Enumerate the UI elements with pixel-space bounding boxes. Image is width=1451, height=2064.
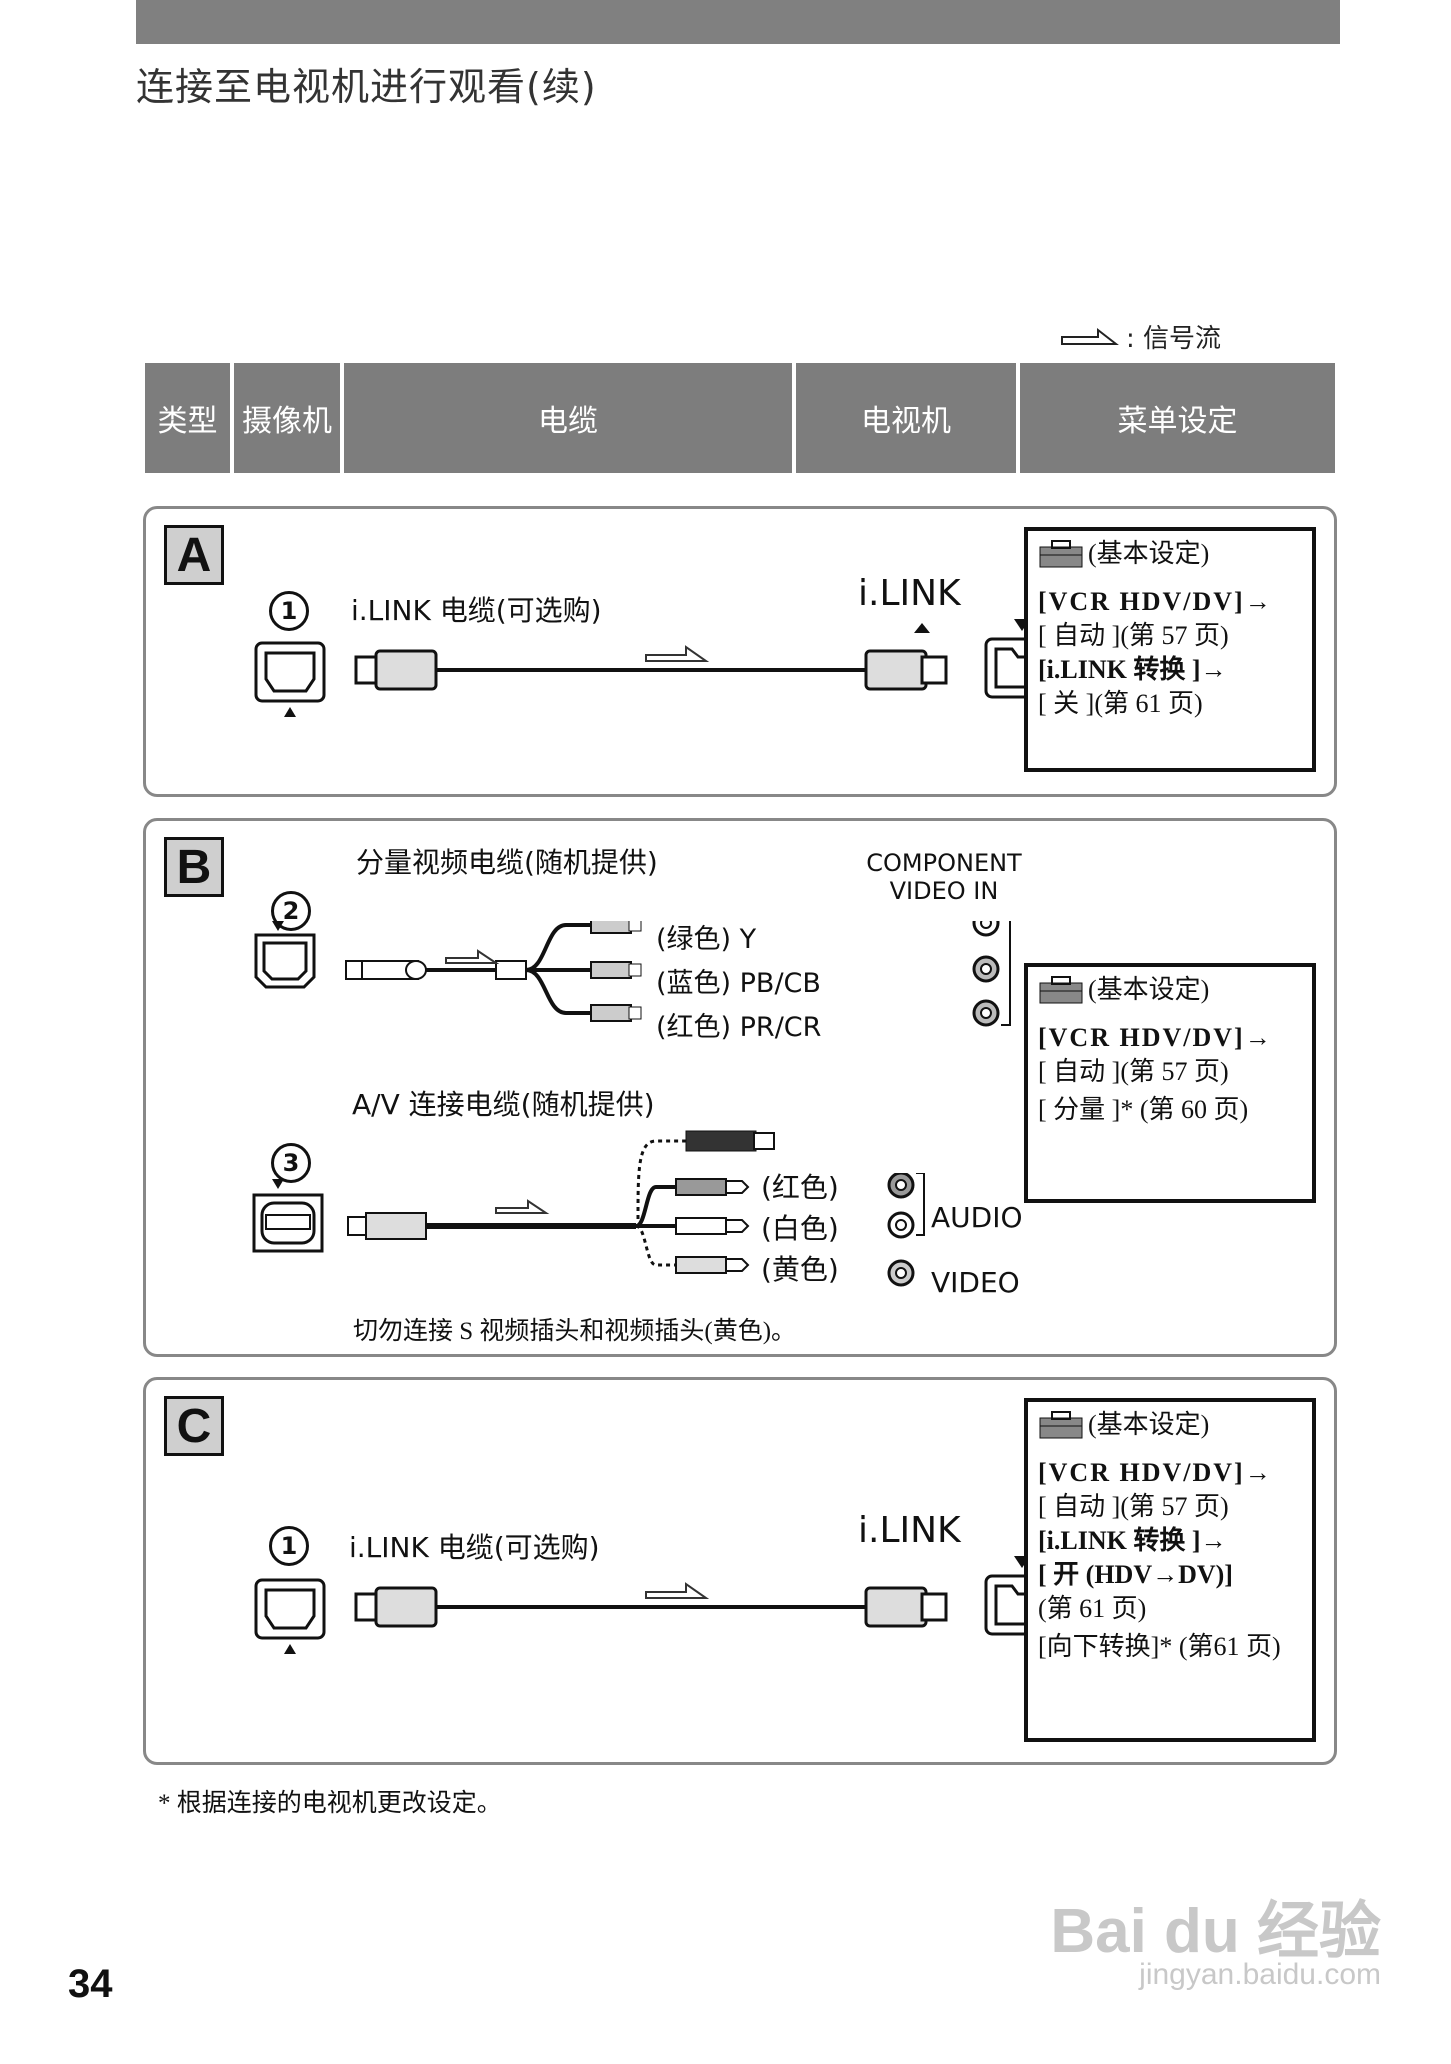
menu-settings-c: (基本设定) [VCR HDV/DV]→ [ 自动 ](第 57 页) [i.L… — [1024, 1398, 1316, 1742]
menu-line: [ 自动 ](第 57 页) — [1038, 1492, 1229, 1521]
video-label: VIDEO — [931, 1266, 1020, 1299]
av-yellow-label: (黄色) — [761, 1253, 839, 1286]
menu-settings-b: (基本设定) [VCR HDV/DV]→ [ 自动 ](第 57 页) [ 分量… — [1024, 963, 1316, 1203]
ilink-cable-diagram — [254, 619, 1060, 717]
av-white-label: (白色) — [761, 1212, 839, 1245]
plug-red-label: (红色) PR/CR — [656, 1012, 822, 1043]
toolbox-icon — [1039, 540, 1083, 568]
header-menu: 菜单设定 — [1020, 363, 1335, 473]
watermark-url: jingyan.baidu.com — [1139, 1958, 1381, 1991]
av-plug-white — [675, 1217, 750, 1235]
camera-component-port-icon — [254, 921, 316, 989]
av-plug-red — [675, 1178, 750, 1196]
menu-line: [ 自动 ](第 57 页) — [1038, 621, 1229, 650]
menu-line: [ 分量 ]* (第 60 页) — [1038, 1095, 1249, 1124]
component-cable-diagram — [254, 921, 1011, 1027]
header-bar — [136, 0, 1340, 44]
plug-blue-label: (蓝色) PB/CB — [656, 968, 821, 999]
av-plug-yellow — [675, 1256, 750, 1274]
port-number: 1 — [269, 1526, 309, 1566]
menu-line: [VCR HDV/DV]→ — [1038, 587, 1273, 616]
component-in-line1: COMPONENT — [866, 849, 1022, 877]
menu-heading: (基本设定) — [1088, 539, 1210, 568]
watermark-logo: Bai du 经验 — [1050, 1897, 1381, 1966]
ilink-cable-diagram — [254, 1556, 1060, 1654]
header-cable: 电缆 — [344, 363, 792, 473]
header-tv: 电视机 — [796, 363, 1016, 473]
toolbox-icon — [1039, 976, 1083, 1004]
av-cable-label: A/V 连接电缆(随机提供) — [352, 1088, 655, 1121]
menu-line: [i.LINK 转换 ]→ — [1038, 655, 1227, 684]
table-header: 类型 摄像机 电缆 电视机 菜单设定 — [145, 363, 1335, 473]
page-number: 34 — [68, 1962, 113, 2006]
menu-line: [VCR HDV/DV]→ — [1038, 1458, 1273, 1487]
menu-line: [ 关 ](第 61 页) — [1038, 689, 1203, 718]
menu-line: [i.LINK 转换 ]→ — [1038, 1526, 1227, 1555]
menu-heading: (基本设定) — [1088, 1410, 1210, 1439]
menu-heading: (基本设定) — [1088, 975, 1210, 1004]
tv-port-label: i.LINK — [858, 573, 961, 614]
warning-note: 切勿连接 S 视频插头和视频插头(黄色)。 — [353, 1318, 797, 1345]
legend-label: : 信号流 — [1126, 324, 1222, 354]
menu-line: [ 自动 ](第 57 页) — [1038, 1057, 1229, 1086]
av-red-label: (红色) — [761, 1171, 839, 1204]
component-cable-label: 分量视频电缆(随机提供) — [356, 846, 658, 879]
cable-label: i.LINK 电缆(可选购) — [349, 1531, 600, 1564]
camera-ilink-port-icon — [254, 1578, 326, 1654]
port-number: 1 — [269, 591, 309, 631]
s-video-plug — [685, 1130, 775, 1152]
rca-plug-green — [590, 921, 642, 934]
panel-c: C 1 i.LINK 电缆(可选购) i.LINK (基本设定) [VCR HD… — [143, 1377, 1337, 1765]
cable-label: i.LINK 电缆(可选购) — [351, 594, 602, 627]
camera-ilink-port-icon — [254, 641, 326, 717]
header-camera: 摄像机 — [234, 363, 340, 473]
toolbox-icon — [1039, 1411, 1083, 1439]
menu-line: [VCR HDV/DV]→ — [1038, 1023, 1273, 1052]
plug-green-label: (绿色) Y — [656, 924, 757, 955]
menu-line: [向下转换]* (第61 页) — [1038, 1632, 1281, 1661]
signal-flow-legend: : 信号流 — [1060, 318, 1221, 355]
audio-label: AUDIO — [931, 1201, 1023, 1234]
component-in-label: COMPONENT VIDEO IN — [839, 849, 1049, 905]
panel-letter-c: C — [164, 1396, 224, 1456]
footnote: * 根据连接的电视机更改设定。 — [158, 1790, 502, 1817]
port-number: 2 — [271, 891, 311, 931]
rca-plug-blue — [590, 961, 642, 979]
av-cable-diagram — [252, 1130, 775, 1274]
camera-av-port-icon — [252, 1179, 324, 1253]
port-number: 3 — [271, 1143, 311, 1183]
component-jacks-icon — [972, 921, 1011, 1027]
panel-letter-a: A — [164, 525, 224, 585]
tv-port-label: i.LINK — [858, 1510, 961, 1551]
signal-arrow-icon — [1061, 327, 1119, 345]
av-jacks-icon — [887, 1173, 925, 1287]
panel-a: A 1 i.LINK 电缆(可选购) i.LINK (基本设定) [VCR HD… — [143, 506, 1337, 797]
page-title: 连接至电视机进行观看(续) — [136, 65, 597, 109]
panel-b: B 分量视频电缆(随机提供) COMPONENT VIDEO IN 2 — [143, 818, 1337, 1357]
header-type: 类型 — [145, 363, 230, 473]
rca-plug-red — [590, 1004, 642, 1022]
component-in-line2: VIDEO IN — [889, 877, 999, 905]
menu-line: [ 开 (HDV→DV)] — [1038, 1560, 1233, 1589]
menu-line: (第 61 页) — [1038, 1594, 1147, 1623]
panel-letter-b: B — [164, 837, 224, 897]
menu-settings-a: (基本设定) [VCR HDV/DV]→ [ 自动 ](第 57 页) [i.L… — [1024, 527, 1316, 772]
